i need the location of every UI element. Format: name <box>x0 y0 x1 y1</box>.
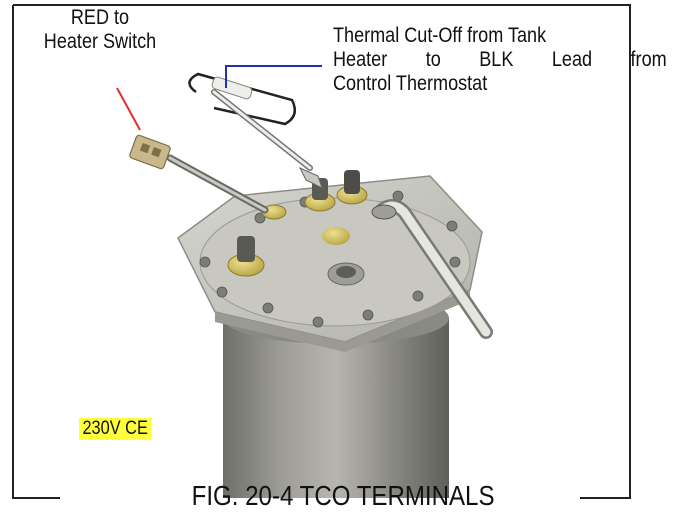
red-label-line2: Heater Switch <box>43 30 157 53</box>
figure-caption-text: FIG. 20-4 TCO TERMINALS <box>192 480 495 511</box>
thermal-cutoff-wire <box>188 72 323 189</box>
voltage-badge: 230V CE <box>79 418 152 440</box>
tco-label-line2: Heater to BLK Lead from <box>333 48 667 72</box>
thermal-cutoff-label: Thermal Cut-Off from Tank Heater to BLK … <box>333 24 667 96</box>
figure-caption: FIG. 20-4 TCO TERMINALS <box>0 480 687 512</box>
tco-label-line1: Thermal Cut-Off from Tank <box>333 24 547 47</box>
flange-plate <box>177 175 483 352</box>
red-label-leader <box>116 87 141 131</box>
tco-label-leader <box>225 65 322 88</box>
tco-word: BLK <box>479 48 514 71</box>
tco-label-line3: Control Thermostat <box>333 72 488 95</box>
red-to-heater-switch-label: RED to Heater Switch <box>27 6 173 54</box>
figure-frame <box>12 4 631 499</box>
red-lead-wire <box>129 134 269 214</box>
tco-word: to <box>425 48 441 71</box>
thermostat-probe-tube <box>371 199 493 339</box>
tco-word: Lead <box>551 48 593 71</box>
tco-word: Heater <box>333 48 388 71</box>
tco-word: from <box>630 48 667 71</box>
red-label-line1: RED to <box>70 6 130 29</box>
